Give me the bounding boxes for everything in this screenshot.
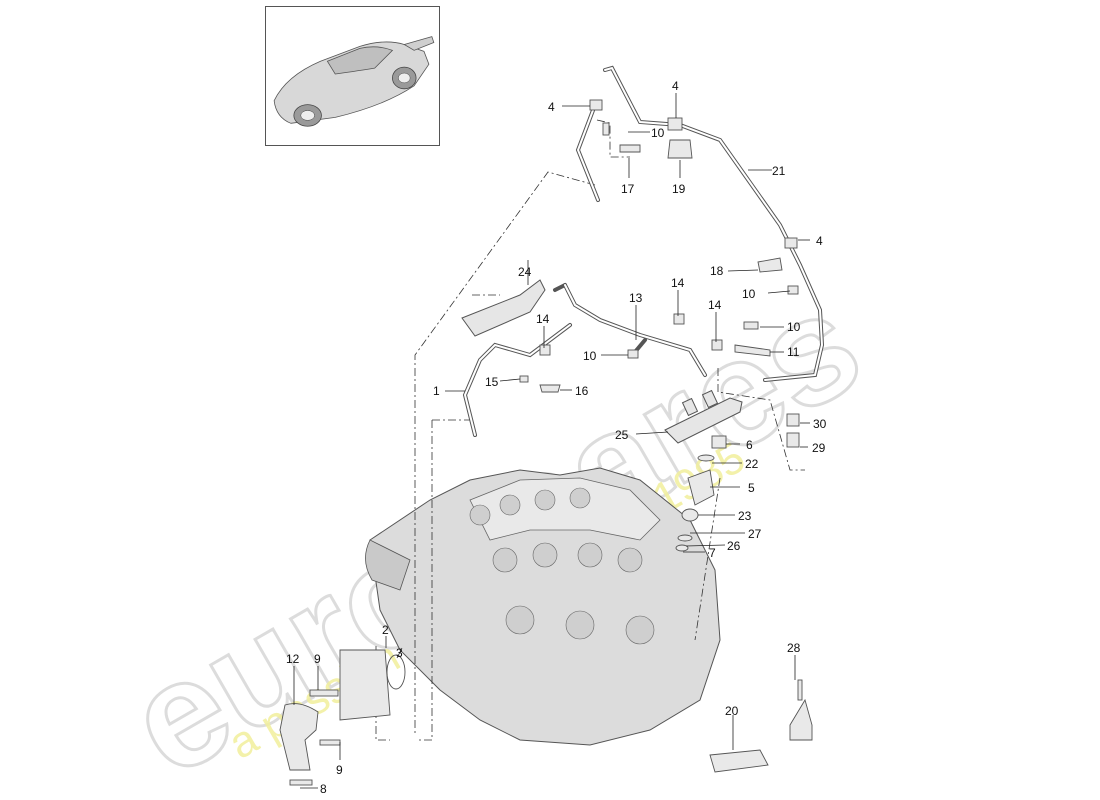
assembly-lines	[375, 119, 805, 741]
callout-label: 1	[433, 384, 440, 398]
callout-labels: 1 2 3 4 4 4 5 6 7 8 9 9 10 10 10 10 11 1…	[286, 79, 827, 796]
callout-label: 7	[709, 546, 716, 560]
callout-label: 10	[742, 287, 756, 301]
callout-label: 21	[772, 164, 786, 178]
callout-label: 24	[518, 265, 532, 279]
engine-block	[365, 467, 721, 746]
callout-label: 20	[725, 704, 739, 718]
leader-lines	[293, 93, 810, 789]
callout-label: 4	[816, 234, 823, 248]
callout-label: 23	[738, 509, 752, 523]
callout-label: 4	[672, 79, 679, 93]
callout-label: 14	[536, 312, 550, 326]
callout-label: 26	[727, 539, 741, 553]
callout-label: 18	[710, 264, 724, 278]
callout-label: 5	[748, 481, 755, 495]
callout-label: 9	[314, 652, 321, 666]
callout-label: 19	[672, 182, 686, 196]
callout-label: 10	[651, 126, 665, 140]
vehicle-thumbnail	[265, 6, 440, 146]
callout-label: 22	[745, 457, 759, 471]
callout-label: 25	[615, 428, 629, 442]
callout-label: 4	[548, 100, 555, 114]
callout-label: 13	[629, 291, 643, 305]
callout-label: 11	[787, 345, 800, 359]
small-parts	[279, 99, 813, 786]
callout-label: 9	[336, 763, 343, 777]
callout-label: 28	[787, 641, 801, 655]
callout-label: 3	[396, 646, 403, 660]
callout-label: 10	[583, 349, 597, 363]
callout-label: 2	[382, 623, 389, 637]
callout-label: 10	[787, 320, 801, 334]
callout-label: 15	[485, 375, 499, 389]
callout-label: 27	[748, 527, 762, 541]
callout-label: 16	[575, 384, 589, 398]
callout-label: 12	[286, 652, 300, 666]
callout-label: 8	[320, 782, 327, 796]
sports-car-icon	[273, 36, 435, 127]
callout-label: 29	[812, 441, 826, 455]
callout-label: 6	[746, 438, 753, 452]
callout-label: 30	[813, 417, 827, 431]
fuel-rails	[461, 279, 743, 444]
callout-label: 14	[671, 276, 685, 290]
callout-label: 14	[708, 298, 722, 312]
callout-label: 17	[621, 182, 635, 196]
